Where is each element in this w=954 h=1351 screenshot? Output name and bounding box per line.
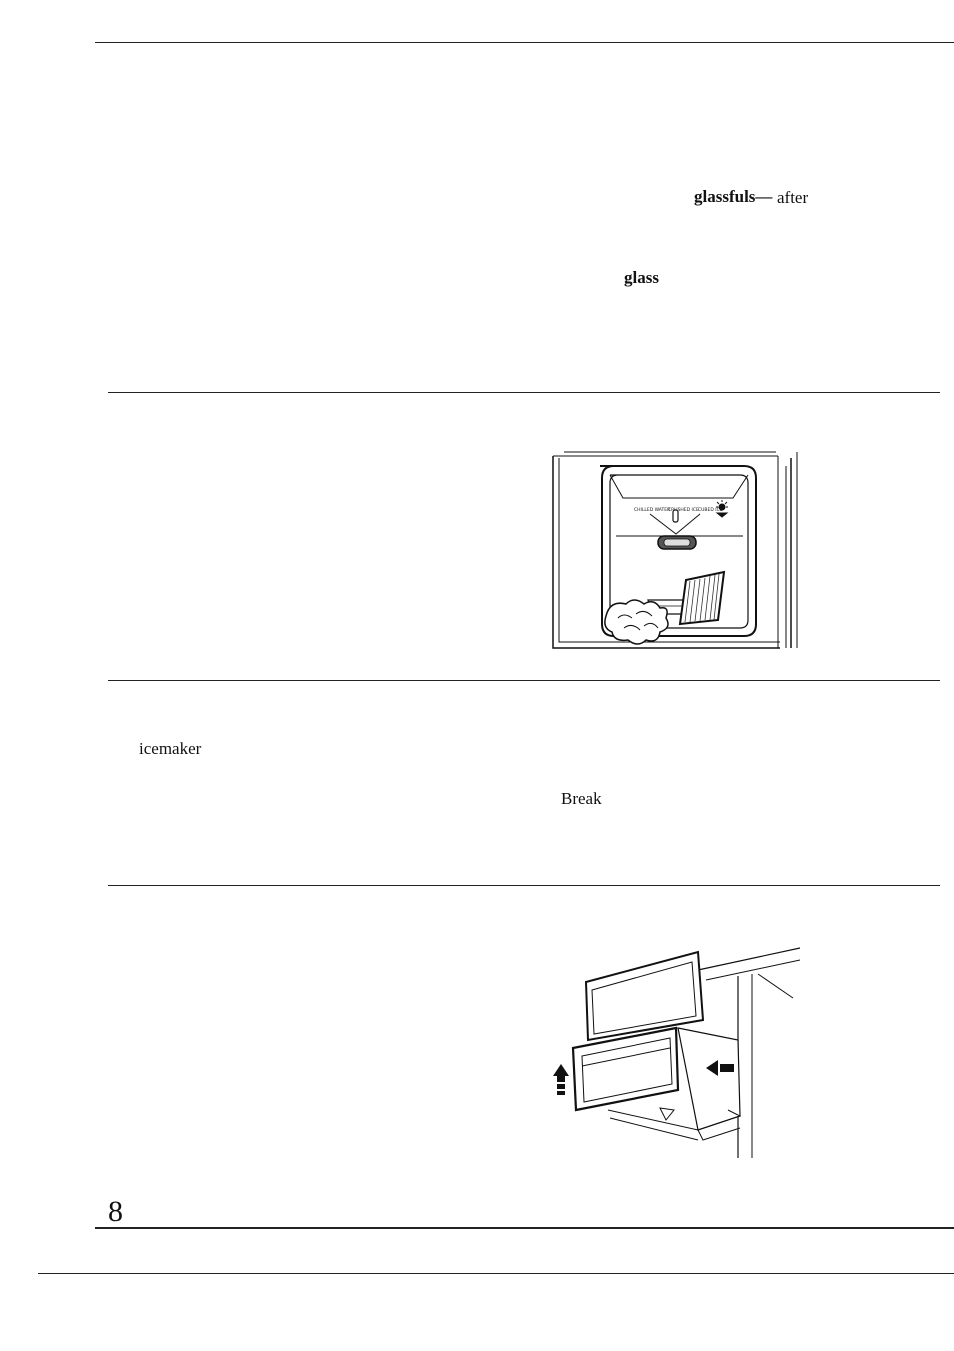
- label-crushed-ice: CRUSHED ICE: [668, 507, 699, 513]
- page-bottom-rule: [38, 1273, 954, 1274]
- dispenser-illustration: CHILLED WATER CRUSHED ICE CUBED ICE: [552, 451, 798, 649]
- section-divider-2: [108, 680, 940, 681]
- glass-text: glass: [624, 268, 659, 287]
- arrow-left-icon: [706, 1060, 734, 1076]
- after-text: after: [777, 188, 809, 207]
- label-cubed-ice: CUBED ICE: [698, 507, 723, 513]
- icemaker-text: icemaker: [139, 739, 202, 758]
- arrow-up-icon: [553, 1064, 569, 1095]
- page-number: 8: [108, 1195, 123, 1228]
- section-divider-3: [108, 885, 940, 886]
- break-text: Break: [561, 789, 602, 808]
- top-rule: [95, 42, 954, 43]
- label-chilled-water: CHILLED WATER: [634, 507, 670, 513]
- glassfuls-text: glassfuls—: [694, 187, 773, 206]
- section-divider-1: [108, 392, 940, 393]
- drawer-illustration: [553, 947, 801, 1158]
- footer-rule: [95, 1227, 954, 1229]
- light-icon: [715, 500, 729, 518]
